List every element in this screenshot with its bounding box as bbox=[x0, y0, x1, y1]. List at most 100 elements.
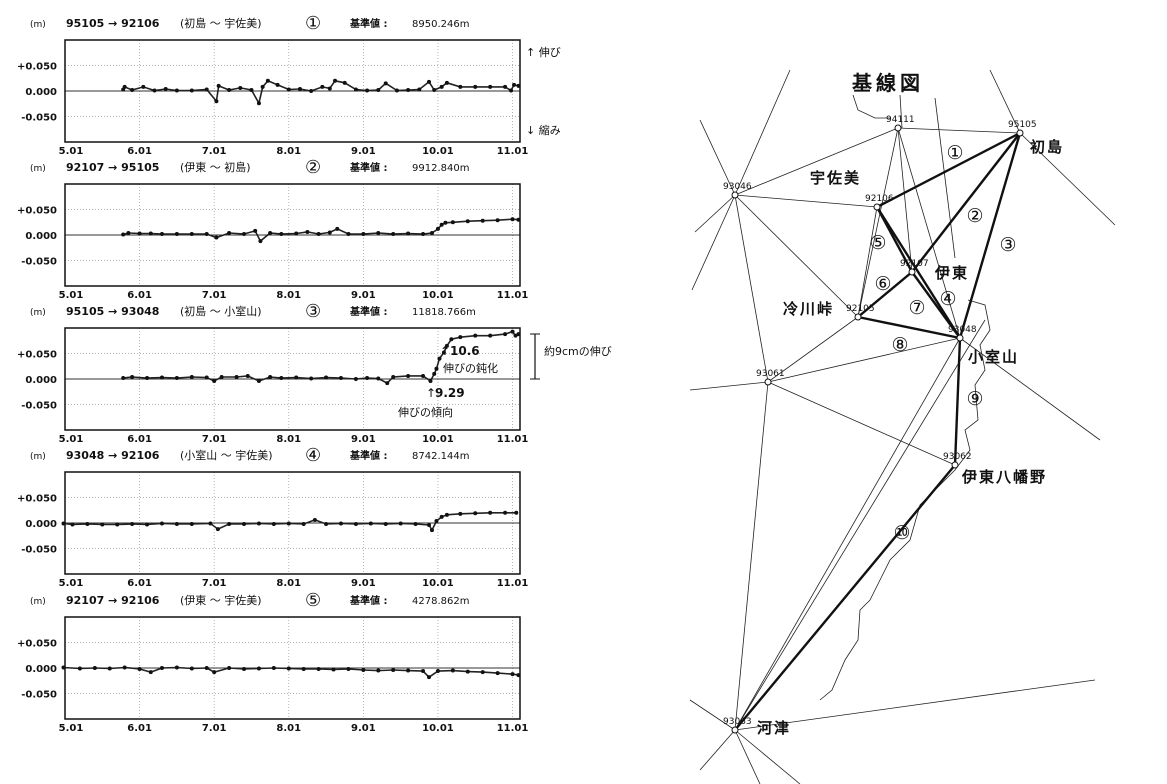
data-point bbox=[115, 522, 120, 527]
data-point bbox=[514, 510, 519, 515]
data-point bbox=[488, 84, 493, 89]
data-point bbox=[159, 521, 164, 526]
x-tick-label: 7.01 bbox=[202, 434, 227, 445]
data-point bbox=[148, 231, 153, 236]
x-tick-label: 9.01 bbox=[351, 723, 376, 734]
baseline-4 bbox=[875, 206, 962, 339]
x-tick-label: 6.01 bbox=[127, 578, 152, 589]
x-tick-label: 8.01 bbox=[276, 723, 301, 734]
data-point bbox=[174, 522, 179, 527]
data-point bbox=[394, 88, 399, 93]
data-point bbox=[516, 332, 521, 337]
data-point bbox=[421, 231, 426, 236]
data-point bbox=[516, 217, 521, 222]
data-point bbox=[204, 666, 209, 670]
station-marker bbox=[731, 726, 739, 734]
thin-spoke bbox=[1019, 132, 1116, 226]
thin-spoke bbox=[689, 699, 736, 731]
baseline-2 bbox=[911, 132, 1021, 273]
y-tick-label: 0.000 bbox=[25, 519, 57, 530]
data-point bbox=[509, 88, 514, 93]
x-tick-label: 5.01 bbox=[59, 290, 84, 301]
data-point bbox=[458, 335, 463, 340]
route-label: 92107 → 92106 bbox=[66, 594, 160, 607]
y-tick-label: -0.050 bbox=[21, 257, 57, 268]
data-point bbox=[174, 375, 179, 380]
x-tick-label: 9.01 bbox=[351, 146, 376, 157]
thin-baseline bbox=[767, 381, 956, 466]
thin-baseline bbox=[857, 127, 899, 318]
x-tick-label: 8.01 bbox=[276, 290, 301, 301]
data-point bbox=[219, 374, 224, 379]
unit-label: (m) bbox=[30, 164, 46, 174]
data-point bbox=[439, 514, 444, 519]
station-id: 93046 bbox=[723, 182, 752, 192]
thin-spoke bbox=[699, 729, 736, 771]
data-point bbox=[353, 522, 358, 527]
data-point bbox=[234, 374, 239, 379]
thin-baseline bbox=[734, 194, 878, 208]
data-point bbox=[365, 375, 370, 380]
diagram-title: 基線図 bbox=[852, 71, 924, 95]
data-point bbox=[513, 333, 518, 338]
station-marker bbox=[731, 191, 739, 199]
data-point bbox=[368, 521, 373, 526]
data-point bbox=[480, 670, 485, 675]
data-point bbox=[427, 523, 431, 528]
baseline-number: ⑤ bbox=[305, 590, 321, 611]
data-point bbox=[238, 85, 243, 90]
data-point bbox=[152, 88, 157, 93]
onset-label: 伸びの傾向 bbox=[398, 405, 453, 419]
data-point bbox=[216, 83, 221, 88]
baseline-8 bbox=[857, 315, 961, 340]
baseline-3 bbox=[958, 132, 1022, 339]
data-point bbox=[480, 218, 485, 223]
data-point bbox=[268, 374, 273, 379]
data-point bbox=[432, 371, 437, 376]
thin-baseline bbox=[897, 127, 961, 339]
station-marker bbox=[764, 378, 772, 386]
data-point bbox=[428, 379, 433, 384]
y-tick-label: -0.050 bbox=[21, 401, 57, 412]
data-point bbox=[327, 86, 332, 91]
station-name: 小室山 bbox=[968, 348, 1019, 366]
x-tick-label: 11.01 bbox=[497, 723, 529, 734]
data-point bbox=[294, 375, 299, 380]
leader-line bbox=[852, 94, 890, 119]
reference-value: 4278.862m bbox=[412, 596, 469, 607]
baseline-number-label: ③ bbox=[999, 234, 1016, 256]
thin-baseline bbox=[734, 127, 899, 196]
reference-label: 基準値 : bbox=[349, 161, 387, 174]
thin-baseline bbox=[734, 194, 859, 318]
data-point bbox=[441, 350, 446, 355]
baseline-number-label: ⑨ bbox=[966, 388, 983, 410]
data-point bbox=[309, 89, 314, 93]
thin-baseline bbox=[857, 206, 878, 318]
data-point bbox=[214, 235, 219, 240]
onset-date: 9.29 bbox=[435, 386, 465, 400]
data-point bbox=[333, 78, 338, 83]
station-id: 93061 bbox=[756, 369, 785, 379]
thin-spoke bbox=[734, 319, 986, 731]
station-id: 93062 bbox=[943, 452, 972, 462]
data-point bbox=[503, 84, 508, 89]
data-point bbox=[258, 239, 263, 244]
baseline-number: ③ bbox=[305, 301, 321, 322]
data-point bbox=[421, 669, 426, 674]
station-marker bbox=[854, 313, 862, 321]
station-id: 92105 bbox=[846, 304, 875, 314]
reference-value: 9912.840m bbox=[412, 163, 469, 174]
data-point bbox=[212, 379, 217, 384]
data-point bbox=[353, 87, 358, 92]
y-tick-label: 0.000 bbox=[25, 87, 57, 98]
data-point bbox=[361, 668, 366, 673]
data-point bbox=[159, 666, 164, 670]
data-point bbox=[365, 88, 370, 93]
baseline-number-label: ② bbox=[966, 205, 983, 227]
data-point bbox=[61, 521, 66, 526]
